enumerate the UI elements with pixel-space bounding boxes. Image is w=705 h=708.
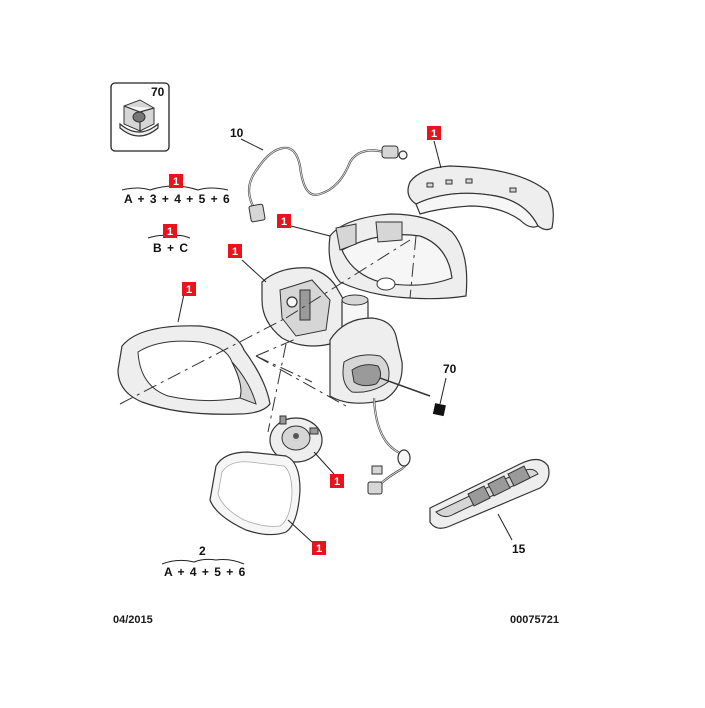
flange-nut-icon	[119, 99, 159, 137]
window-switch-buttons	[467, 465, 531, 507]
callout-70-nut: 70	[443, 362, 457, 376]
badge-bc: 1	[163, 224, 177, 238]
formula-1-text: A + 3 + 4 + 5 + 6	[124, 192, 231, 206]
callout-15: 15	[512, 542, 526, 556]
callout-10: 10	[230, 126, 244, 140]
base-cable	[367, 397, 411, 495]
svg-text:1: 1	[173, 176, 179, 188]
callout-2: 2	[199, 544, 206, 558]
formula-group-2: 2 A + 4 + 5 + 6	[161, 544, 246, 579]
callout-70-box: 70	[151, 85, 165, 99]
adjustment-mechanism	[241, 259, 369, 347]
badge-frame: 1	[182, 282, 196, 296]
nut-70: 70	[432, 362, 457, 417]
badge-mechanism: 1	[228, 244, 242, 258]
window-switch-panel: 15	[429, 458, 550, 556]
badge-housing: 1	[277, 214, 291, 228]
badge-glass: 1	[312, 541, 326, 555]
wiring-harness: 10	[230, 126, 408, 223]
badge-cover: 1	[427, 126, 441, 140]
footer-date: 04/2015	[113, 614, 153, 626]
footer-reference: 00075721	[510, 614, 559, 626]
svg-text:1: 1	[334, 476, 340, 488]
mirror-glass	[209, 451, 313, 543]
formula-group-bc: B + C	[147, 234, 191, 255]
badge-formula-1: 1	[169, 174, 183, 188]
svg-text:1: 1	[232, 246, 238, 258]
mirror-housing	[290, 213, 468, 300]
svg-text:1: 1	[186, 284, 192, 296]
mirror-cover	[407, 140, 554, 231]
nut-detail-box: 70	[110, 82, 170, 152]
svg-text:1: 1	[167, 226, 173, 238]
assembly-lines	[119, 235, 417, 433]
mirror-frame	[117, 293, 271, 415]
badge-actuator: 1	[330, 474, 344, 488]
formula-bc-text: B + C	[153, 241, 189, 255]
formula-group-1: A + 3 + 4 + 5 + 6	[121, 185, 231, 206]
formula-2-text: A + 4 + 5 + 6	[164, 565, 246, 579]
svg-text:1: 1	[316, 543, 322, 555]
glass-actuator	[269, 415, 335, 475]
svg-text:1: 1	[431, 128, 437, 140]
svg-text:1: 1	[281, 216, 287, 228]
mirror-base	[329, 317, 431, 404]
